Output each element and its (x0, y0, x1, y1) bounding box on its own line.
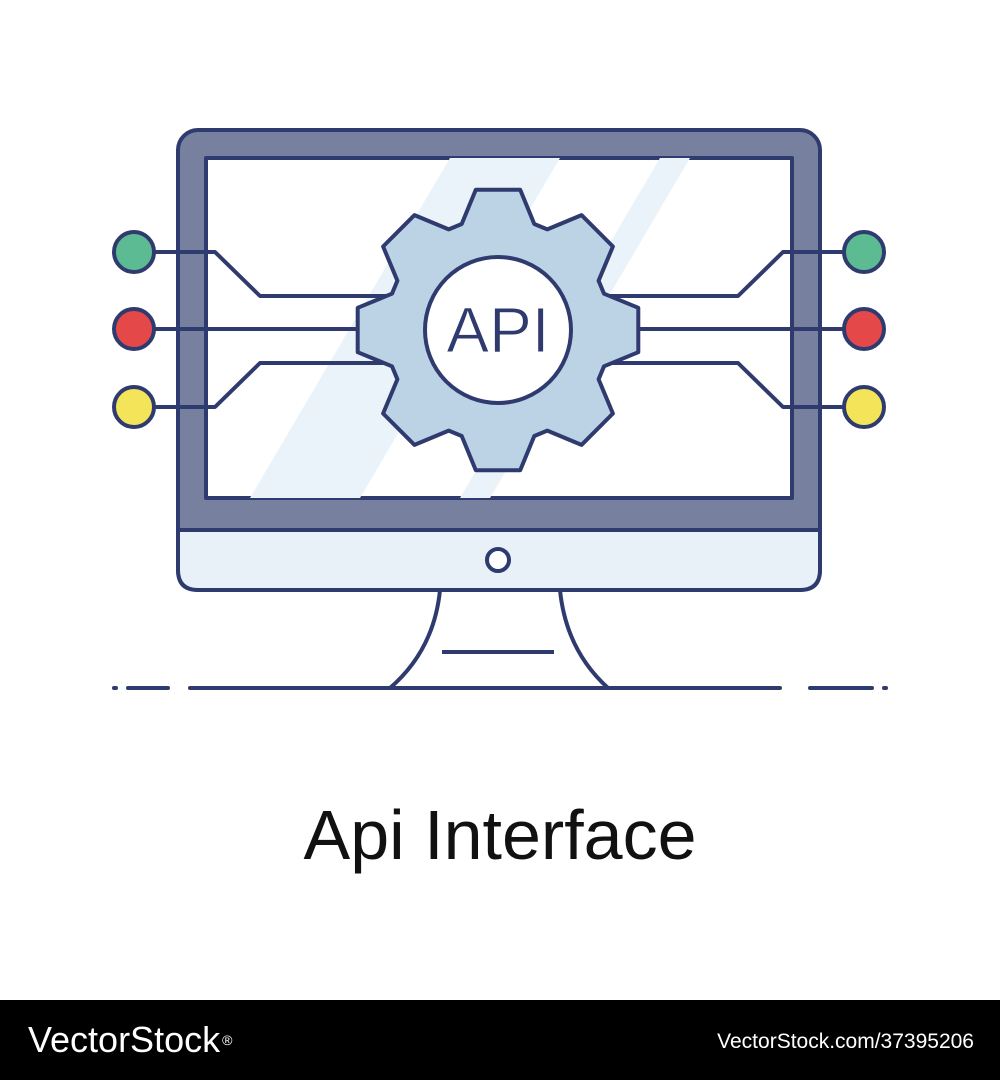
node-left-red (112, 307, 156, 351)
registered-mark: ® (222, 1032, 233, 1048)
api-illustration: API (112, 128, 888, 690)
gear-icon: API (355, 187, 641, 473)
caption-title: Api Interface (303, 796, 697, 874)
node-right-yellow (842, 385, 886, 429)
network-nodes (112, 230, 886, 429)
node-left-green (112, 230, 156, 274)
node-left-yellow (112, 385, 156, 429)
node-right-green (842, 230, 886, 274)
monitor-stand (388, 588, 610, 690)
watermark-logo-text: VectorStock (28, 1019, 221, 1060)
circuit-lines (155, 250, 843, 409)
watermark-logo: VectorStock® (28, 1018, 232, 1062)
gear-inner-circle (423, 255, 573, 405)
watermark-image-id: VectorStock.com/37395206 (717, 1030, 974, 1053)
power-button (485, 547, 511, 573)
gear-label: API (446, 294, 549, 366)
node-right-red (842, 307, 886, 351)
watermark-bar: VectorStock® VectorStock.com/37395206 (0, 1000, 1000, 1080)
